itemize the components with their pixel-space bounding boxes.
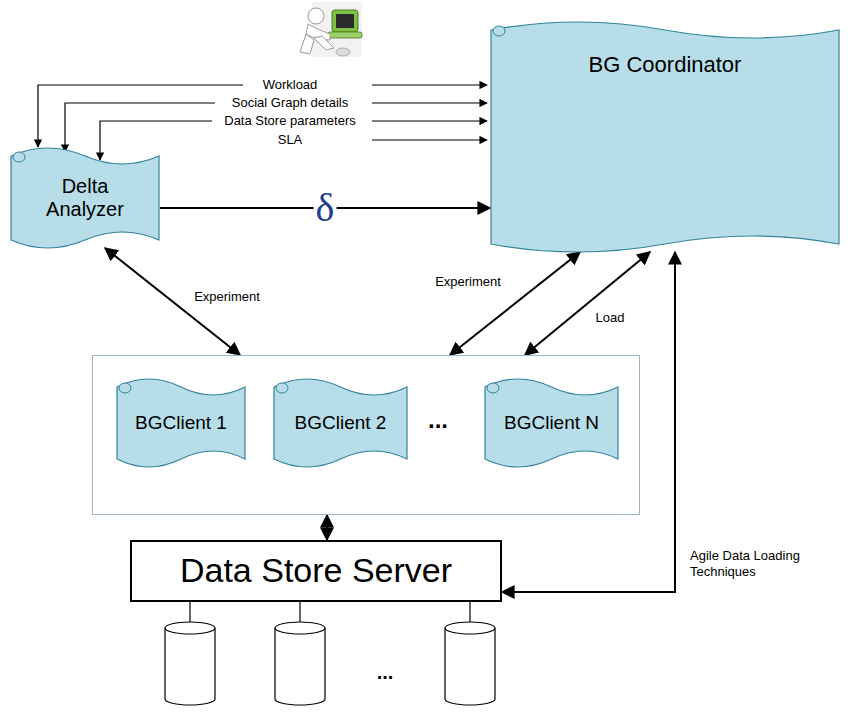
- user-icon: [300, 2, 362, 57]
- server-box: Data Store Server: [130, 540, 502, 602]
- node-title: BGClient 2: [295, 412, 387, 434]
- input-label: Workload: [263, 77, 318, 93]
- disk-symbols: [165, 622, 495, 705]
- connector-arrow: [525, 252, 650, 355]
- input-arrows: [38, 85, 487, 160]
- node-title: BGClient N: [504, 412, 599, 434]
- input-label: Data Store parameters: [224, 113, 356, 129]
- edge-label: δ: [314, 188, 337, 228]
- connector-arrow: [502, 252, 675, 592]
- node-title: BG Coordinator: [589, 52, 742, 77]
- edge-label: Load: [594, 310, 627, 326]
- edge-label: Experiment: [192, 289, 262, 305]
- node-title: Delta Analyzer: [30, 175, 140, 221]
- node-title: Data Store Server: [180, 551, 452, 590]
- analyzer-scroll: Delta Analyzer: [10, 148, 160, 248]
- edge-label: Experiment: [433, 274, 503, 290]
- client-group: ... BGClient 1 BGClient 2 BGClient N: [92, 355, 640, 515]
- client-scroll: BGClient 1: [116, 379, 246, 467]
- node-title: ...: [428, 406, 448, 434]
- client-scroll: BGClient N: [484, 379, 619, 467]
- disk-links: [190, 602, 470, 622]
- input-label: SLA: [278, 132, 303, 148]
- input-label: ...: [377, 660, 394, 684]
- input-label: Social Graph details: [232, 95, 348, 111]
- edge-label: Agile Data Loading Techniques: [688, 548, 832, 579]
- connector-arrow: [105, 248, 240, 355]
- node-title: BGClient 1: [135, 412, 227, 434]
- connector-arrow: [450, 252, 580, 355]
- connector-arrow: [326, 515, 328, 540]
- connector-arrow: [160, 207, 490, 209]
- client-scroll: BGClient 2: [273, 379, 408, 467]
- coordinator-scroll: BG Coordinator: [490, 22, 840, 252]
